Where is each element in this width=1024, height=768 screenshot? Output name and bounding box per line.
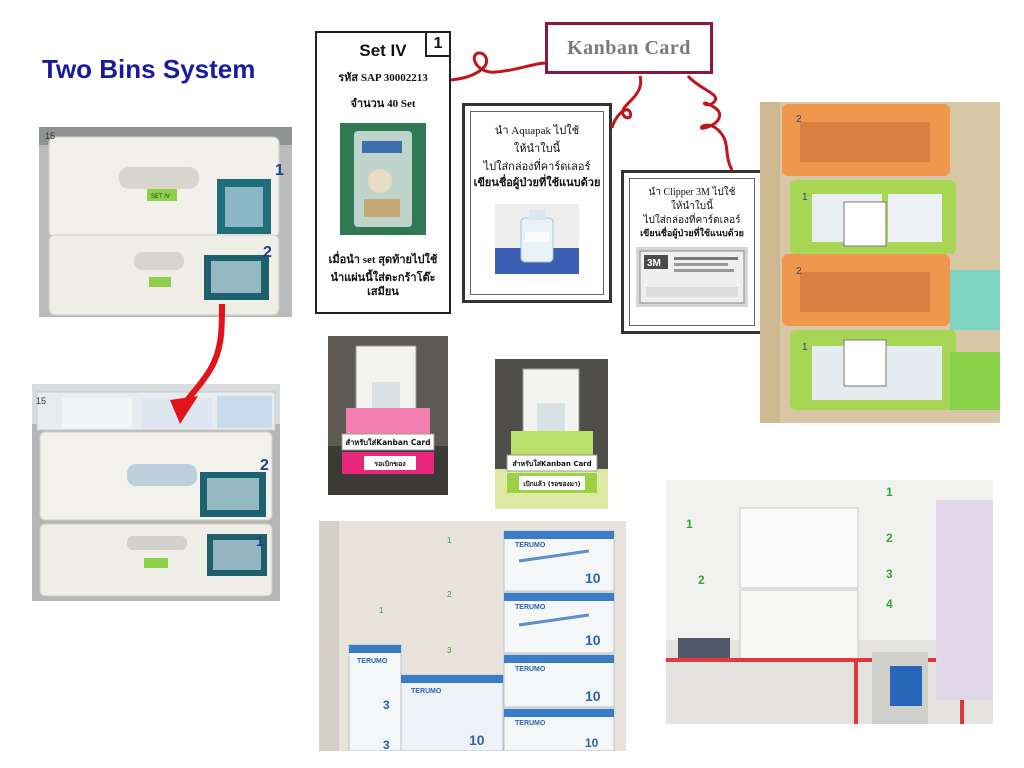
syringe-size-label: 3 [383,698,390,712]
brand-label: TERUMO [515,666,546,673]
set-iv-photo [340,123,426,235]
slide-title: Two Bins System [42,54,256,84]
shelf-number-label: 1 [686,517,693,531]
basket-tag: สำหรับใส่Kanban Card [512,459,591,468]
brand-label: TERUMO [411,688,442,695]
card-heading: Set IV [359,41,407,60]
quantity: จำนวน 40 Set [350,98,416,110]
syringe-shelf-photo: TERUMO TERUMO TERUMO TERUMO 10 10 10 10 … [319,521,626,751]
shelf-number-label: 2 [886,531,893,545]
aquapak-kanban-card: นำ Aquapak ไปใช้ ให้นำใบนี้ ไปใส่กล่องที… [462,103,612,303]
brand-label: TERUMO [515,720,546,727]
card-line: นำ Clipper 3M ไปใช้ [648,187,736,198]
card-line: ให้นำใบนี้ [671,201,713,212]
clipper-kanban-card: นำ Clipper 3M ไปใช้ ให้นำใบนี้ ไปใส่กล่อ… [621,170,763,334]
card-line: ไปใส่กล่องที่คาร์ดเลอร์ [483,161,591,173]
corner-label: 15 [36,396,46,406]
shelf-number-label: 1 [886,485,893,499]
corner-label: 15 [45,131,55,141]
aquapak-photo [495,204,579,274]
shelf-number-label: 4 [886,597,893,611]
card-line: ไปใส่กล่องที่คาร์ดเลอร์ [643,215,741,226]
shelf-number-label: 1 [447,536,452,545]
clipper-photo: 3M [636,247,748,307]
card-number: 1 [425,33,449,57]
set-iv-tag: SET IV [151,194,170,200]
brand-label: TERUMO [515,542,546,549]
syringe-size-label: 10 [585,736,599,750]
connector-curve [610,75,643,129]
card-line: เขียนชื่อผู้ป่วยที่ใช้แนบด้วย [473,177,601,189]
syringe-size-label: 10 [585,570,601,586]
shelf-number-label: 3 [886,567,893,581]
card-footer-line: นำแผ่นนี้ใส่ตะกร้าโต๊ะเสมียน [330,272,436,298]
drawer-bins-photo-bottom: 15 2 1 [32,384,280,601]
bin-number-label: 1 [275,162,284,179]
syringe-size-label: 3 [383,738,390,751]
brand-label: TERUMO [515,604,546,611]
brand-label: TERUMO [357,658,388,665]
card-line: เขียนชื่อผู้ป่วยที่ใช้แนบด้วย [640,228,744,238]
set-iv-kanban-card: 1 Set IV รหัส SAP 30002213 จำนวน 40 Set … [315,31,451,314]
basket-tag: เบิกแล้ว (รอของมา) [523,479,580,488]
connector-curve [450,51,546,82]
bin-number-label: 2 [260,457,269,474]
syringe-size-label: 10 [585,632,601,648]
basket-tag: รอเบิกของ [374,460,406,468]
shelf-number-label: 2 [698,573,705,587]
sap-code: รหัส SAP 30002213 [338,72,428,84]
stacked-baskets-photo: 2 1 2 1 [760,102,1000,423]
shelf-number-label: 3 [447,646,452,655]
connector-curve [686,74,734,171]
bin-number-label: 1 [802,342,808,353]
bin-number-label: 2 [263,244,272,261]
bin-number-label: 1 [802,192,808,203]
pink-kanban-basket-photo: สำหรับใส่Kanban Card รอเบิกของ [328,336,448,495]
syringe-size-label: 10 [585,688,601,704]
card-line: นำ Aquapak ไปใช้ [494,125,580,137]
kanban-card-label: Kanban Card [545,22,713,74]
card-footer-line: เมื่อนำ set สุดท้ายไปใช้ [328,254,438,266]
bin-number-label: 2 [796,266,802,277]
card-line: ให้นำใบนี้ [513,143,561,155]
shelf-number-label: 2 [447,590,452,599]
brand-label: 3M [647,258,661,269]
bin-number-label: 2 [796,114,802,125]
syringe-size-label: 10 [469,732,485,748]
green-kanban-basket-photo: สำหรับใส่Kanban Card เบิกแล้ว (รอของมา) [495,359,608,509]
shelf-number-label: 1 [379,606,384,615]
white-cabinet-photo: 1 2 3 4 1 2 [666,480,993,724]
bin-number-label: 1 [256,533,264,549]
drawer-bins-photo-top: 15 1 2 SET IV [39,127,292,317]
basket-tag: สำหรับใส่Kanban Card [346,438,431,447]
